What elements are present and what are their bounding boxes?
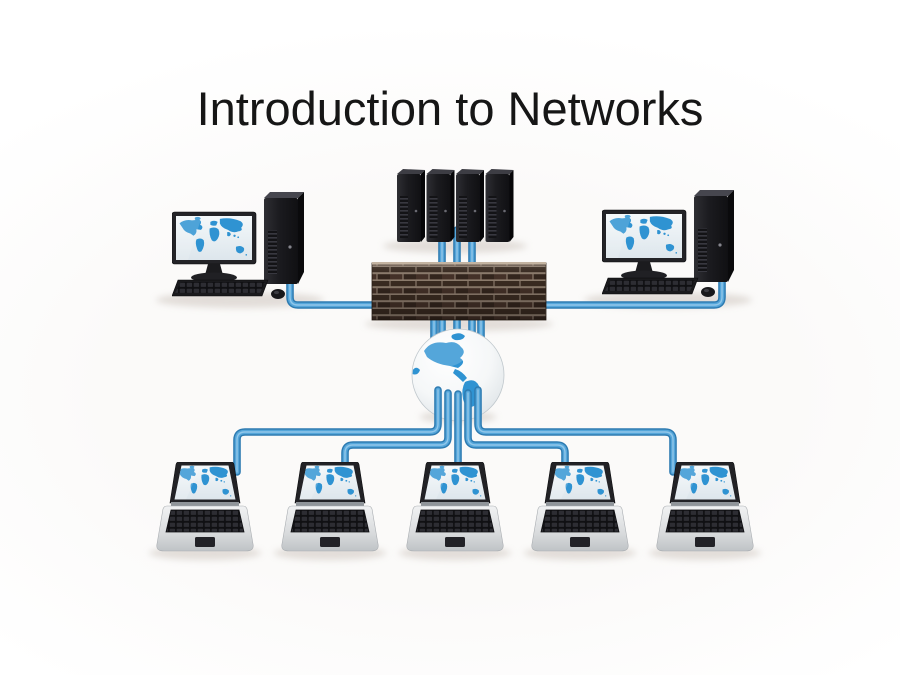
laptop-2 xyxy=(282,462,378,551)
server-tower-4 xyxy=(485,169,514,242)
workstation-right xyxy=(602,190,734,297)
workstation-left xyxy=(172,192,304,299)
page-title: Introduction to Networks xyxy=(196,82,704,135)
laptop-3 xyxy=(407,462,503,551)
server-tower-2 xyxy=(426,169,455,242)
firewall-brick-wall xyxy=(371,262,547,321)
server-tower-1 xyxy=(397,169,425,242)
server-tower-3 xyxy=(456,169,484,242)
laptop-4 xyxy=(532,462,628,551)
